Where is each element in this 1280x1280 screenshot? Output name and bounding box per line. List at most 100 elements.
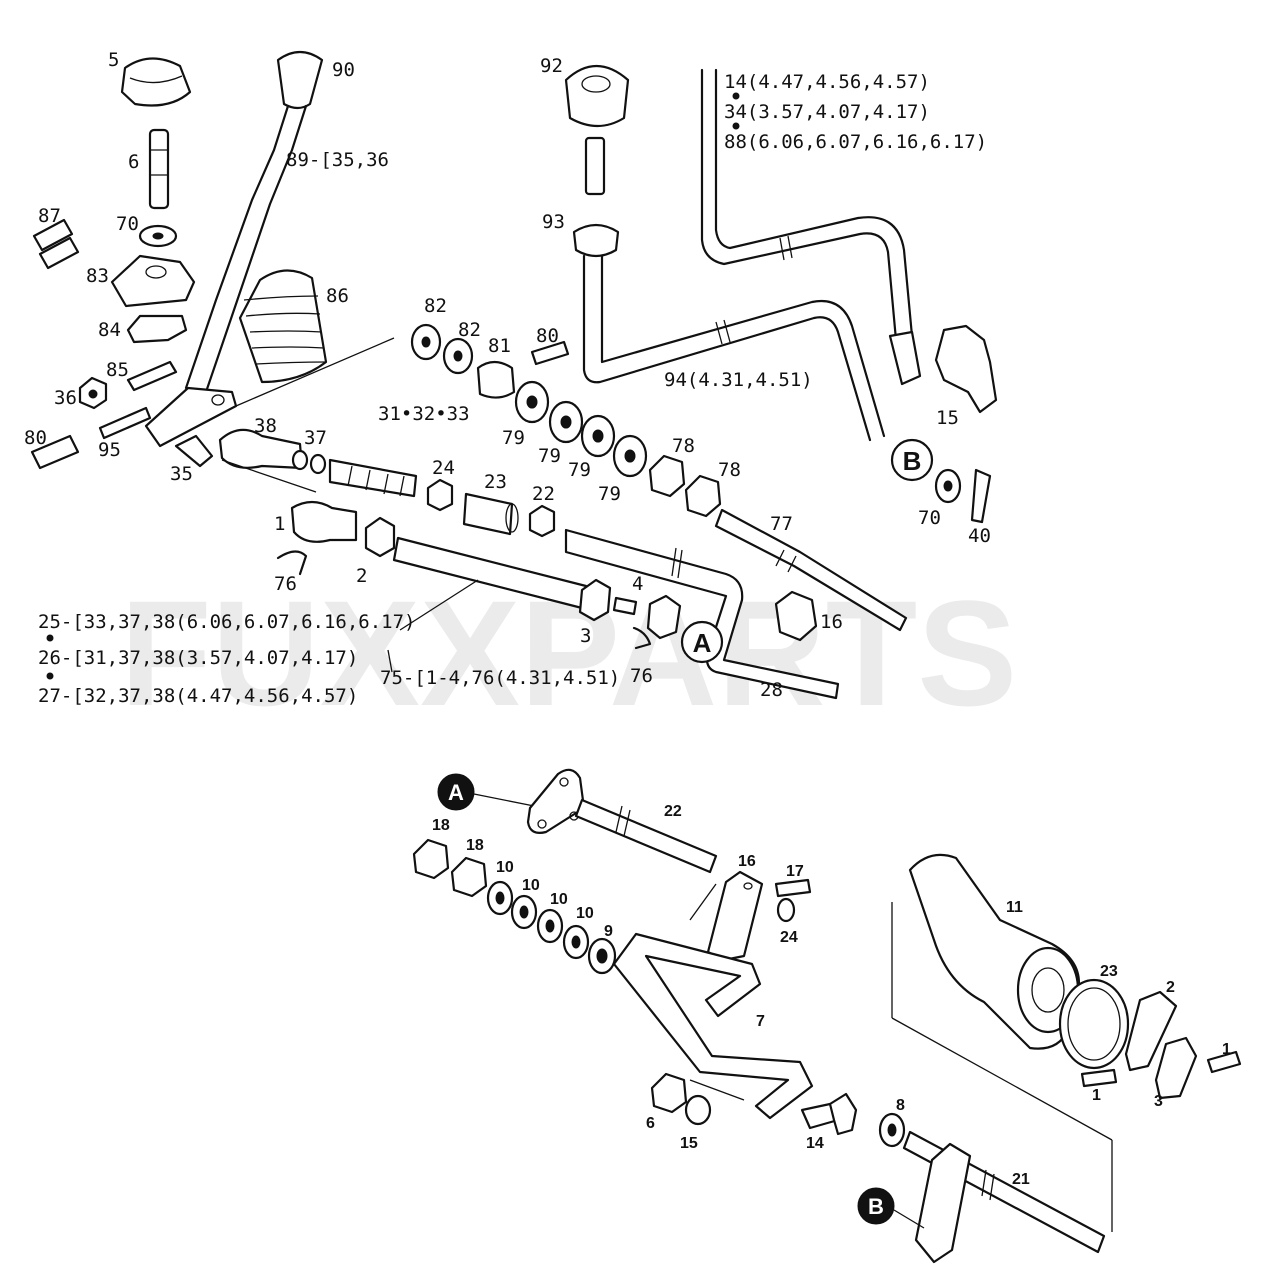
washer-37a — [291, 449, 309, 471]
label-b11: 11 — [1006, 899, 1023, 916]
label-b16: 16 — [738, 853, 756, 870]
label-93: 93 — [542, 211, 565, 233]
callout-B-top-text: B — [903, 446, 922, 476]
label-85: 85 — [106, 359, 129, 381]
clevis-14 — [888, 330, 922, 386]
nut-3 — [578, 578, 612, 622]
bracket-7 — [612, 932, 814, 1120]
callout-B-bottom — [857, 1187, 895, 1225]
label-b1a: 1 — [1092, 1087, 1101, 1104]
label-b10a: 10 — [496, 859, 514, 876]
label-94: 94(4.31,4.51) — [664, 369, 813, 391]
label-b21: 21 — [1012, 1171, 1030, 1188]
label-78a: 78 — [672, 435, 695, 457]
top-leader-lines — [221, 337, 479, 673]
label-b10b: 10 — [522, 877, 540, 894]
label-88: 88(6.06,6.07,6.16,6.17) — [724, 131, 987, 153]
washer-37b — [309, 453, 327, 475]
washer-15 — [684, 1094, 712, 1126]
label-b10d: 10 — [576, 905, 594, 922]
washer-24 — [776, 897, 796, 923]
label-6: 6 — [128, 151, 139, 173]
nut-78a — [648, 454, 686, 498]
nut-6 — [650, 1072, 688, 1114]
label-95: 95 — [98, 439, 121, 461]
callout-A-top — [680, 620, 724, 664]
plate-2 — [1124, 990, 1178, 1072]
label-14: 14(4.47,4.56,4.57) — [724, 71, 930, 93]
label-b7: 7 — [756, 1013, 765, 1030]
label-31-33: 31•32•33 — [378, 403, 470, 425]
label-83: 83 — [86, 265, 109, 287]
label-b14: 14 — [806, 1135, 824, 1152]
clevis-4 — [646, 594, 682, 640]
label-23: 23 — [484, 471, 507, 493]
label-38: 38 — [254, 415, 277, 437]
clip-87b — [38, 236, 80, 270]
label-37: 37 — [304, 427, 327, 449]
top-assembly: A B — [30, 50, 998, 700]
clip-87a — [32, 218, 74, 252]
label-79c: 79 — [568, 459, 591, 481]
label-27: 27-[32,37,38(4.47,4.56,4.57) — [38, 685, 358, 707]
callout-B-top — [890, 438, 934, 482]
bottom-assembly: A — [412, 768, 1242, 1264]
bullet-34 — [732, 92, 740, 100]
boot-86 — [238, 269, 328, 384]
label-86: 86 — [326, 285, 349, 307]
label-b10c: 10 — [550, 891, 568, 908]
bush-81 — [476, 360, 516, 399]
label-b17: 17 — [786, 863, 804, 880]
label-75: 75-[1-4,76(4.31,4.51) — [380, 667, 620, 689]
lever-plate-21 — [914, 1142, 972, 1264]
cone-1 — [290, 500, 358, 543]
label-80b: 80 — [536, 325, 559, 347]
seal-23 — [1058, 978, 1130, 1070]
bullet-88 — [732, 122, 740, 130]
label-92: 92 — [540, 55, 563, 77]
label-b18b: 18 — [466, 837, 484, 854]
label-36: 36 — [54, 387, 77, 409]
label-26: 26-[31,37,38(3.57,4.07,4.17) — [38, 647, 358, 669]
label-81: 81 — [488, 335, 511, 357]
label-4: 4 — [632, 573, 643, 595]
rod-77 — [714, 508, 908, 632]
label-90: 90 — [332, 59, 355, 81]
bracket-16-top — [774, 590, 818, 642]
boot-93 — [572, 223, 620, 258]
rod-22 — [574, 798, 718, 874]
label-b6: 6 — [646, 1115, 655, 1132]
label-76b: 76 — [630, 665, 653, 687]
block-16 — [706, 870, 764, 962]
label-78b: 78 — [718, 459, 741, 481]
label-76a: 76 — [274, 573, 297, 595]
pin-95 — [98, 406, 152, 440]
label-79d: 79 — [598, 483, 621, 505]
label-82a: 82 — [424, 295, 447, 317]
callout-A-top-text: A — [693, 628, 712, 658]
label-b2: 2 — [1166, 979, 1175, 996]
label-84: 84 — [98, 319, 121, 341]
plate-84 — [126, 314, 188, 344]
plate-3 — [1154, 1036, 1198, 1100]
bracket-15 — [934, 324, 998, 414]
label-5: 5 — [108, 49, 119, 71]
clip-76a — [276, 550, 308, 576]
bullet-26 — [46, 634, 54, 642]
label-b23: 23 — [1100, 963, 1118, 980]
plate-22 — [526, 768, 586, 834]
stud-6 — [148, 128, 170, 210]
pin-4 — [612, 596, 638, 616]
label-28: 28 — [760, 679, 783, 701]
pin-80-left — [30, 434, 80, 470]
label-34: 34(3.57,4.07,4.17) — [724, 101, 930, 123]
label-87: 87 — [38, 205, 61, 227]
pin-1b — [1206, 1050, 1242, 1074]
rod-94 — [582, 254, 872, 442]
callout-A-bottom — [437, 773, 475, 811]
rod-14 — [700, 68, 898, 342]
label-b1b: 1 — [1222, 1041, 1231, 1058]
bullet-27 — [46, 672, 54, 680]
label-25: 25-[33,37,38(6.06,6.07,6.16,6.17) — [38, 611, 416, 633]
